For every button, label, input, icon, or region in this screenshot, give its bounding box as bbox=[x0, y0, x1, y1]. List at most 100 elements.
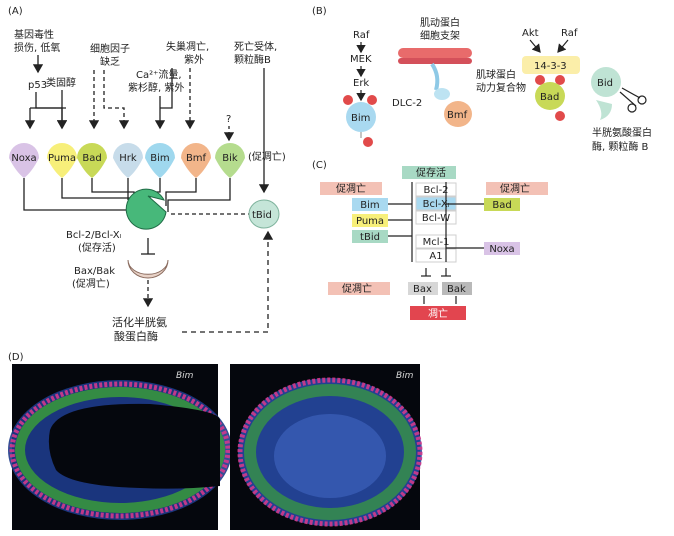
c-pro-right: 促凋亡 bbox=[500, 182, 530, 195]
c-pro-bottom-box bbox=[328, 282, 390, 295]
b-phospho-1 bbox=[343, 95, 353, 105]
b-mek: MEK bbox=[350, 54, 372, 65]
protein-bmf-balloon bbox=[181, 143, 211, 178]
c-pro-left: 促凋亡 bbox=[336, 182, 366, 195]
b-scissors-label: 半胱氨酸蛋白 bbox=[592, 126, 652, 139]
c-pro-left-box bbox=[320, 182, 382, 195]
b-bid-node bbox=[591, 67, 621, 97]
c-left-label: Bim bbox=[360, 200, 379, 211]
panel-b-label: (B) bbox=[312, 6, 327, 17]
bcl2-pacman bbox=[125, 188, 167, 230]
c-left-label: Puma bbox=[356, 216, 384, 227]
c-center-label: Bcl-2 bbox=[423, 185, 448, 196]
protein-puma-balloon bbox=[47, 143, 77, 178]
arrow-caspase-tbid bbox=[182, 230, 274, 333]
protein-bik-balloon bbox=[215, 143, 245, 178]
b-bmf-node bbox=[444, 101, 472, 127]
bcl2-label: Bcl-2/Bcl-Xₗ bbox=[66, 230, 122, 241]
b-bmf: Bmf bbox=[447, 110, 468, 121]
c-apoptosis: 凋亡 bbox=[428, 307, 448, 320]
baxbak-label: Bax/Bak bbox=[74, 266, 115, 277]
micrograph-left bbox=[8, 364, 232, 530]
arrow-raf-1433 bbox=[557, 39, 569, 53]
baxbak-role: (促凋亡) bbox=[72, 277, 110, 290]
c-left-box bbox=[352, 198, 388, 211]
protein-puma-label: Puma bbox=[48, 153, 76, 164]
c-pro-bottom: 促凋亡 bbox=[342, 282, 372, 295]
scissors-icon bbox=[619, 87, 647, 113]
c-bax: Bax bbox=[413, 284, 432, 295]
caspase-label: 活化半胱氨 bbox=[112, 315, 167, 329]
c-right-box bbox=[484, 198, 520, 211]
b-erk: Erk bbox=[353, 78, 369, 89]
stimulus-cytokine: 细胞因子 bbox=[90, 42, 130, 55]
c-left-box bbox=[352, 230, 388, 243]
protein-bmf-label: Bmf bbox=[186, 153, 207, 164]
c-left-box bbox=[352, 214, 388, 227]
actin-filament bbox=[398, 48, 472, 64]
baxbak-shape bbox=[127, 259, 169, 279]
inhibit-bcl2-baxbak bbox=[141, 238, 155, 255]
stimulus-death-receptor-2: 颗粒酶B bbox=[234, 53, 271, 66]
b-dlc2: DLC-2 bbox=[392, 98, 422, 109]
stimulus-anoikis: 失巢凋亡, bbox=[166, 40, 209, 53]
dlc2-node bbox=[434, 88, 450, 100]
c-bak-box bbox=[442, 282, 472, 295]
protein-noxa-balloon bbox=[9, 143, 39, 178]
b-phospho-5 bbox=[555, 75, 565, 85]
b-dynein: 肌球蛋白 bbox=[476, 68, 516, 81]
stimulus-genotoxic-2: 损伤, 低氧 bbox=[14, 41, 60, 54]
tbid-role: (促凋亡) bbox=[248, 150, 286, 163]
protein-hrk-balloon bbox=[113, 143, 143, 178]
c-survival-box bbox=[402, 166, 456, 179]
b-phospho-6 bbox=[555, 111, 565, 121]
stimulus-unknown: ? bbox=[226, 114, 231, 125]
b-myosin-2: 细胞支架 bbox=[420, 29, 460, 42]
c-arrows-apoptosis bbox=[423, 296, 457, 304]
tbid-node bbox=[248, 199, 280, 229]
tbid-label: tBid bbox=[252, 210, 272, 221]
b-akt: Akt bbox=[522, 28, 539, 39]
b-phospho-2 bbox=[367, 95, 377, 105]
b-phospho-4 bbox=[535, 75, 545, 85]
arrow-cytokine-hrk bbox=[103, 70, 130, 130]
protein-noxa-label: Noxa bbox=[11, 153, 36, 164]
b-bid-fragment bbox=[596, 100, 612, 120]
line-anoikis-bim bbox=[160, 68, 173, 109]
b-bad-node bbox=[535, 82, 565, 110]
b-bim-node bbox=[346, 102, 376, 132]
c-center-label: A1 bbox=[429, 251, 442, 262]
c-right-label: Bad bbox=[492, 200, 511, 211]
c-center-label: Mcl-1 bbox=[423, 237, 450, 248]
c-right-box bbox=[484, 242, 520, 255]
protein-bik-label: Bik bbox=[222, 153, 238, 164]
c-left-label: tBid bbox=[360, 232, 380, 243]
b-dynein-2: 动力复合物 bbox=[476, 81, 526, 94]
b-scissors-label-2: 酶, 颗粒酶 B bbox=[592, 140, 649, 153]
micrograph-left-label: Bim bbox=[176, 371, 194, 381]
b-1433: 14-3-3 bbox=[534, 61, 567, 72]
b-bad: Bad bbox=[540, 92, 559, 103]
protein-hrk-label: Hrk bbox=[119, 153, 137, 164]
caspase-label-2: 酸蛋白酶 bbox=[114, 329, 158, 343]
b-myosin: 肌动蛋白 bbox=[420, 16, 460, 29]
protein-bad-balloon bbox=[77, 143, 107, 178]
b-raf-2: Raf bbox=[561, 28, 578, 39]
b-phospho-3 bbox=[363, 137, 373, 147]
arrow-to-noxa-puma bbox=[30, 107, 68, 130]
stimulus-genotoxic: 基因毒性 bbox=[14, 28, 54, 41]
c-pro-right-box bbox=[486, 182, 548, 195]
arrow-akt-1433 bbox=[529, 39, 541, 53]
protein-bim-balloon bbox=[145, 143, 175, 178]
c-right-label: Noxa bbox=[489, 244, 514, 255]
c-center-label: Bcl-Xₗ bbox=[423, 199, 450, 210]
stimulus-p53: p53 bbox=[28, 80, 47, 91]
stimulus-anoikis-2: 紫外 bbox=[184, 54, 204, 66]
stimulus-cytokine-2: 缺乏 bbox=[100, 55, 120, 68]
stimulus-death-receptor: 死亡受体, bbox=[234, 40, 277, 53]
stimulus-steroid: 类固醇 bbox=[46, 76, 76, 89]
micrograph-right bbox=[230, 364, 423, 530]
bcl2-role: (促存活) bbox=[78, 241, 116, 254]
